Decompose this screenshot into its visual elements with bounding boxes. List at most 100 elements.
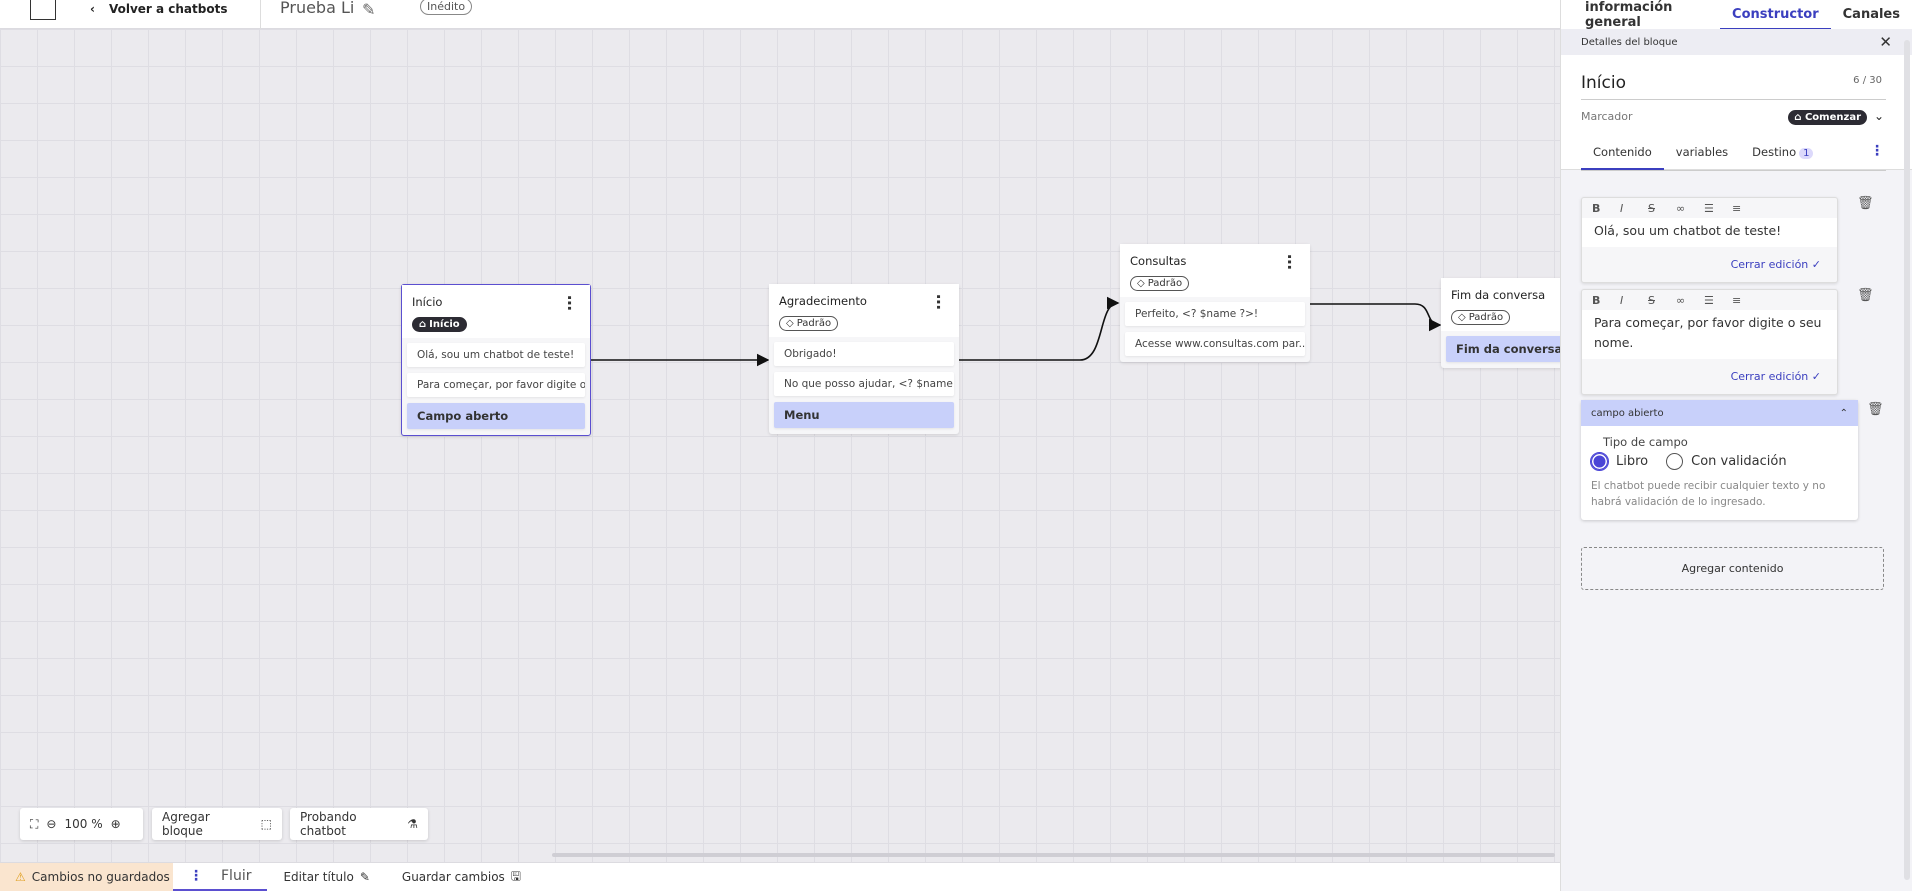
numbered-list-icon[interactable]: ≡ bbox=[1732, 293, 1742, 307]
message-item[interactable]: Perfeito, <? $name ?>! bbox=[1125, 302, 1305, 326]
format-toolbar: B I S ∞ ☰ ≡ bbox=[1582, 290, 1837, 310]
zoom-in-icon[interactable]: ⊕ bbox=[110, 817, 121, 831]
tag-icon: ◇ bbox=[786, 318, 794, 329]
flask-icon: ⚗ bbox=[407, 817, 418, 831]
input-item[interactable]: Campo aberto bbox=[407, 403, 585, 429]
message-item[interactable]: Olá, sou um chatbot de teste! bbox=[407, 343, 585, 367]
save-icon: 🖫 bbox=[510, 868, 522, 883]
tab-content[interactable]: Contenido bbox=[1581, 141, 1664, 170]
tab-channels[interactable]: Canales bbox=[1842, 7, 1900, 22]
flow-canvas[interactable]: Início⋯ ⌂Início Olá, sou um chatbot de t… bbox=[0, 29, 1560, 862]
input-item[interactable]: Menu bbox=[774, 402, 954, 428]
edge-agradecimento-consultas bbox=[958, 296, 1120, 361]
tag-icon: ◇ bbox=[1137, 278, 1145, 289]
message-editor: B I S ∞ ☰ ≡ Para começar, por favor digite o … bbox=[1581, 289, 1838, 395]
more-options-icon[interactable]: ⋯ bbox=[560, 295, 579, 311]
chevron-down-icon[interactable]: ⌄ bbox=[1873, 109, 1884, 123]
more-options-icon[interactable]: ⋮ bbox=[1870, 143, 1884, 159]
check-icon: ✓ bbox=[1808, 370, 1821, 383]
block-title: Fim da conversa bbox=[1451, 288, 1546, 302]
block-title: Consultas bbox=[1130, 254, 1187, 268]
open-field-header[interactable]: campo abierto⌃ bbox=[1581, 400, 1858, 426]
bottom-bar: ⚠Cambios no guardados ⋮Fluir Editar títu… bbox=[0, 862, 1560, 891]
close-icon[interactable]: ✕ bbox=[1879, 33, 1892, 51]
bullet-list-icon[interactable]: ☰ bbox=[1704, 201, 1714, 215]
warning-icon: ⚠ bbox=[15, 870, 26, 884]
radio-con-validacion[interactable] bbox=[1666, 453, 1684, 470]
zoom-out-icon[interactable]: ⊖ bbox=[46, 817, 57, 831]
vertical-scrollbar[interactable] bbox=[1904, 40, 1910, 880]
destination-count: 1 bbox=[1799, 148, 1814, 159]
block-node-fim[interactable]: Fim da conversa ◇Padrão Fim da conversa bbox=[1441, 278, 1560, 368]
back-button[interactable]: ‹Volver a chatbots bbox=[90, 2, 228, 16]
input-item[interactable]: Fim da conversa bbox=[1446, 336, 1560, 362]
edge-consultas-fim bbox=[1310, 303, 1442, 332]
numbered-list-icon[interactable]: ≡ bbox=[1732, 201, 1742, 215]
fit-screen-icon[interactable]: ⛶ bbox=[30, 816, 39, 831]
message-item[interactable]: No que posso ajudar, <? $name ... bbox=[774, 372, 954, 396]
add-content-button[interactable]: Agregar contenido bbox=[1581, 547, 1884, 590]
bullet-list-icon[interactable]: ☰ bbox=[1704, 293, 1714, 307]
test-chatbot-button[interactable]: Probando chatbot⚗ bbox=[290, 808, 428, 840]
default-tag: ◇Padrão bbox=[779, 316, 839, 331]
trash-icon[interactable]: 🗑 bbox=[1857, 288, 1874, 303]
edges bbox=[591, 296, 1442, 367]
check-icon: ✓ bbox=[1808, 258, 1821, 271]
details-title: Detalles del bloque bbox=[1581, 36, 1678, 48]
logo-icon bbox=[30, 0, 56, 20]
home-icon: ⌂ bbox=[419, 319, 427, 330]
block-node-agradecimento[interactable]: Agradecimento ⋯ ◇Padrão Obrigado! No que p… bbox=[769, 284, 959, 434]
char-count: 6 / 30 bbox=[1853, 75, 1882, 86]
block-node-consultas[interactable]: Consultas ⋯ ◇Padrão Perfeito, <? $name ?>… bbox=[1120, 244, 1310, 362]
bold-icon[interactable]: B bbox=[1592, 201, 1601, 215]
more-options-icon[interactable]: ⋯ bbox=[1280, 254, 1299, 270]
pencil-icon: ✎ bbox=[359, 870, 370, 884]
trash-icon[interactable]: 🗑 bbox=[1857, 196, 1874, 211]
open-field-card: campo abierto⌃ Tipo de campo Libro Con v… bbox=[1581, 400, 1858, 520]
default-tag: ◇Padrão bbox=[1451, 310, 1511, 325]
field-type-label: Tipo de campo bbox=[1603, 435, 1688, 449]
radio-libro[interactable] bbox=[1590, 452, 1609, 471]
close-edit-button[interactable]: Cerrar edición ✓ bbox=[1730, 258, 1821, 271]
message-item[interactable]: Obrigado! bbox=[774, 342, 954, 366]
format-toolbar: B I S ∞ ☰ ≡ bbox=[1582, 198, 1837, 218]
italic-icon[interactable]: I bbox=[1620, 293, 1624, 307]
marker-label: Marcador bbox=[1581, 110, 1633, 123]
link-icon[interactable]: ∞ bbox=[1676, 293, 1686, 307]
close-edit-button[interactable]: Cerrar edición ✓ bbox=[1730, 370, 1821, 383]
add-block-button[interactable]: Agregar bloque⬚ bbox=[152, 808, 282, 840]
unsaved-changes-indicator: ⚠Cambios no guardados bbox=[0, 863, 173, 891]
message-text[interactable]: Para começar, por favor digite o seu nom… bbox=[1582, 310, 1837, 359]
block-title: Início bbox=[412, 295, 443, 309]
tab-variables[interactable]: variables bbox=[1675, 145, 1729, 159]
more-options-icon[interactable]: ⋯ bbox=[929, 294, 948, 310]
message-item[interactable]: Acesse www.consultas.com par... bbox=[1125, 332, 1305, 356]
strikethrough-icon[interactable]: S bbox=[1648, 201, 1655, 215]
top-bar: ‹Volver a chatbots Prueba Li ✎ Inédito bbox=[0, 0, 1560, 29]
tab-general-info[interactable]: información general bbox=[1585, 0, 1673, 30]
block-node-inicio[interactable]: Início⋯ ⌂Início Olá, sou um chatbot de t… bbox=[401, 284, 591, 436]
block-title: Agradecimento bbox=[779, 294, 867, 308]
link-icon[interactable]: ∞ bbox=[1676, 201, 1686, 215]
bold-icon[interactable]: B bbox=[1592, 293, 1601, 307]
strikethrough-icon[interactable]: S bbox=[1648, 293, 1655, 307]
block-details-panel: información general Constructor Canales … bbox=[1560, 0, 1912, 891]
edit-title-button[interactable]: Editar título✎ bbox=[283, 870, 370, 884]
horizontal-scrollbar[interactable] bbox=[552, 853, 1555, 857]
edit-title-icon[interactable]: ✎ bbox=[362, 0, 376, 19]
trash-icon[interactable]: 🗑 bbox=[1867, 402, 1884, 417]
chevron-up-icon[interactable]: ⌃ bbox=[1839, 407, 1848, 419]
italic-icon[interactable]: I bbox=[1620, 201, 1624, 215]
save-changes-button[interactable]: Guardar cambios🖫 bbox=[386, 863, 537, 891]
tab-constructor[interactable]: Constructor bbox=[1720, 0, 1831, 29]
message-text[interactable]: Olá, sou um chatbot de teste! bbox=[1582, 218, 1837, 247]
flow-tab[interactable]: ⋮Fluir bbox=[173, 863, 268, 891]
block-name-input[interactable]: Início bbox=[1581, 73, 1886, 100]
chevron-left-icon: ‹ bbox=[90, 2, 95, 16]
home-icon: ⌂ bbox=[1794, 112, 1805, 123]
message-item[interactable]: Para começar, por favor digite o ... bbox=[407, 373, 585, 397]
marker-select[interactable]: ⌂ Comenzar bbox=[1788, 110, 1867, 125]
default-tag: ◇Padrão bbox=[1130, 276, 1190, 291]
kebab-icon[interactable]: ⋮ bbox=[189, 868, 203, 884]
